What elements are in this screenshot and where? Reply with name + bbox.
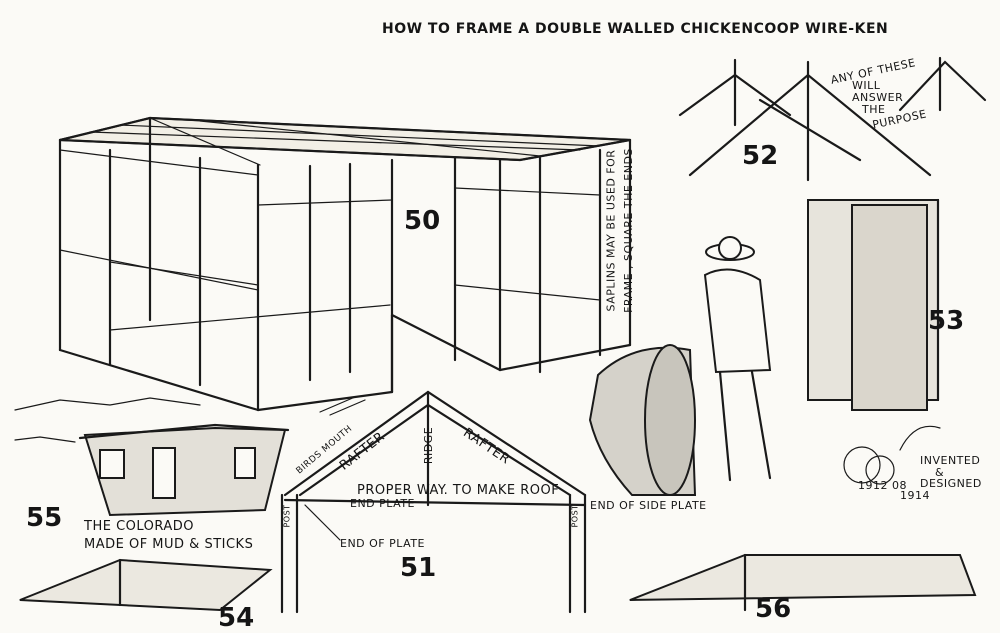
label-end-plate: END PLATE bbox=[350, 497, 415, 510]
annotation-saplings-line1: SAPLINS MAY BE USED FOR bbox=[604, 149, 618, 312]
annotation-the: THE bbox=[862, 103, 886, 116]
label-post-left: POST bbox=[282, 504, 292, 528]
annotation-saplings-line2: FRAME , SQUARE THE ENDS bbox=[621, 148, 635, 313]
farmer-with-wire-roll-drawing bbox=[588, 236, 772, 496]
label-end-of-plate: END OF PLATE bbox=[340, 537, 425, 550]
label-designed: DESIGNED bbox=[920, 477, 982, 490]
truss-examples-drawing bbox=[678, 56, 987, 182]
figure-number-52: 52 bbox=[742, 141, 779, 171]
annotation-will: WILL bbox=[852, 79, 881, 92]
monogram-drawing bbox=[843, 425, 941, 485]
label-proper-way: PROPER WAY. TO MAKE ROOF bbox=[357, 483, 560, 498]
roof-fig54-drawing bbox=[19, 558, 273, 612]
coop-frame-drawing bbox=[58, 116, 632, 412]
label-year-2: 1914 bbox=[900, 489, 930, 502]
figure-number-51: 51 bbox=[400, 553, 437, 583]
roof-fig56-drawing bbox=[629, 553, 977, 612]
label-ridge: RIDGE bbox=[422, 426, 436, 465]
figure-number-54: 54 bbox=[218, 603, 255, 633]
wire-panel-drawing bbox=[807, 198, 940, 411]
roof-diagram-drawing bbox=[280, 390, 587, 614]
figure-number-53: 53 bbox=[928, 306, 965, 336]
label-invented: INVENTED bbox=[920, 454, 981, 467]
caption-mud-sticks: MADE OF MUD & STICKS bbox=[84, 537, 254, 552]
label-ampersand: & bbox=[935, 466, 945, 479]
figure-number-55: 55 bbox=[26, 503, 63, 533]
colorado-hut-drawing bbox=[14, 397, 290, 517]
figure-number-50: 50 bbox=[404, 206, 441, 236]
annotation-answer: ANSWER bbox=[852, 91, 904, 104]
label-post-right: POST bbox=[570, 504, 580, 528]
label-end-of-side-plate: END OF SIDE PLATE bbox=[590, 499, 707, 512]
page-title: HOW TO FRAME A DOUBLE WALLED CHICKENCOOP… bbox=[382, 21, 889, 37]
caption-colorado: THE COLORADO bbox=[84, 519, 195, 534]
figure-number-56: 56 bbox=[755, 594, 792, 624]
label-year-1: 1912 08 bbox=[858, 479, 907, 492]
